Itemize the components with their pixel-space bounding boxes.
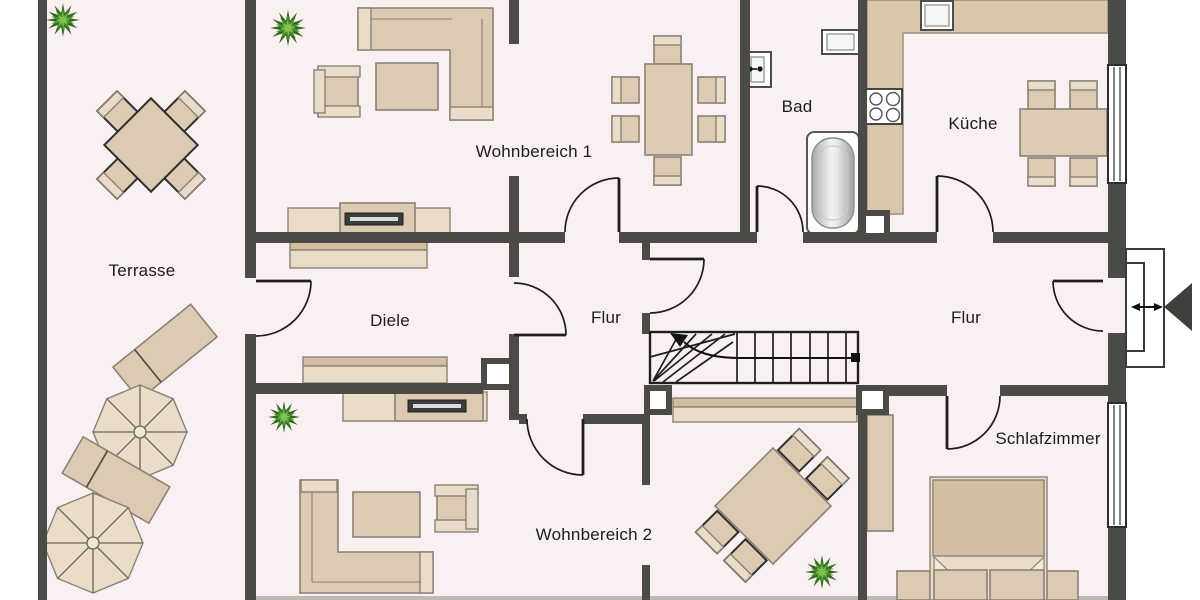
plant-icon bbox=[46, 3, 80, 37]
sofa-armrest bbox=[449, 106, 494, 121]
door-wohnbereich1 bbox=[564, 177, 621, 233]
tv-sideboard bbox=[287, 202, 451, 234]
room-label-diele: Diele bbox=[370, 311, 410, 330]
room-label-bad: Bad bbox=[781, 97, 813, 116]
window bbox=[1107, 402, 1127, 528]
room-label-flur-rechts: Flur bbox=[950, 308, 982, 327]
sofa-armrest bbox=[419, 551, 434, 594]
shaft bbox=[644, 385, 672, 415]
nightstand bbox=[1046, 570, 1079, 600]
armchair bbox=[434, 484, 479, 533]
door-flur-treppe bbox=[649, 257, 705, 314]
plant-icon bbox=[270, 10, 306, 46]
room-label-schlafzimmer: Schlafzimmer bbox=[995, 429, 1101, 448]
entrance-arrow-icon bbox=[1164, 283, 1192, 331]
door-terrace bbox=[255, 279, 312, 337]
tv-sideboard bbox=[342, 389, 488, 422]
door-schlafzimmer bbox=[945, 395, 1001, 450]
kitchen-table bbox=[1019, 108, 1108, 157]
dining-chair bbox=[611, 76, 640, 104]
sofa-armrest bbox=[300, 479, 338, 493]
parasol bbox=[42, 492, 144, 594]
coffee-table bbox=[352, 491, 421, 538]
staircase bbox=[648, 330, 860, 385]
dining-set bbox=[611, 35, 726, 186]
kitchen-chair bbox=[1027, 80, 1056, 110]
bottom-wall-edge bbox=[256, 596, 1126, 600]
door-entrance bbox=[1052, 279, 1104, 332]
bathtub bbox=[806, 131, 860, 235]
door-kueche bbox=[935, 175, 994, 233]
sun-lounger bbox=[61, 435, 171, 525]
room-label-terrasse: Terrasse bbox=[108, 261, 176, 280]
dining-chair bbox=[653, 35, 682, 65]
dining-chair bbox=[776, 427, 822, 473]
pillow bbox=[933, 569, 988, 600]
room-label-wohnbereich1: Wohnbereich 1 bbox=[475, 142, 593, 161]
stove bbox=[865, 88, 903, 125]
sideboard bbox=[672, 397, 858, 423]
corner-sofa bbox=[357, 7, 494, 121]
room-label-kueche: Küche bbox=[948, 114, 998, 133]
washbasin bbox=[821, 29, 860, 55]
kitchen-table-set bbox=[1019, 80, 1108, 187]
plant-icon bbox=[268, 401, 300, 433]
kitchen-chair bbox=[1069, 80, 1098, 110]
dining-set-diagonal bbox=[694, 427, 851, 584]
dining-chair bbox=[653, 156, 682, 186]
kitchen-sink bbox=[920, 0, 954, 31]
dining-chair bbox=[694, 509, 740, 555]
sideboard bbox=[302, 356, 448, 384]
room-label-flur-mitte: Flur bbox=[590, 308, 622, 327]
plant-icon bbox=[805, 555, 839, 589]
dining-chair bbox=[804, 455, 851, 502]
coffee-table bbox=[375, 62, 439, 111]
shaft bbox=[856, 385, 889, 415]
entrance-porch bbox=[1125, 248, 1192, 368]
walls bbox=[38, 0, 1126, 600]
shaft bbox=[858, 210, 890, 243]
bed bbox=[896, 476, 1079, 600]
door-wohnbereich2 bbox=[526, 418, 585, 476]
wardrobe bbox=[866, 414, 894, 532]
swing-direction-icon bbox=[1131, 303, 1163, 311]
terrace-dining-set bbox=[95, 89, 207, 201]
corner-sofa bbox=[299, 479, 434, 594]
nightstand bbox=[896, 570, 931, 600]
dining-chair bbox=[611, 115, 640, 143]
stair-direction-arrow bbox=[670, 333, 860, 362]
terrace-table bbox=[102, 96, 200, 194]
dining-table bbox=[644, 63, 693, 156]
dining-chair bbox=[722, 537, 769, 584]
room-label-wohnbereich2: Wohnbereich 2 bbox=[535, 525, 653, 544]
dining-table bbox=[713, 446, 833, 566]
shaft bbox=[481, 358, 515, 390]
duvet bbox=[932, 479, 1045, 557]
sun-lounger bbox=[111, 303, 219, 401]
window bbox=[1107, 64, 1127, 184]
dining-chair bbox=[697, 115, 726, 143]
door-bad bbox=[755, 185, 804, 233]
sideboard bbox=[289, 239, 428, 269]
kitchen-chair bbox=[1069, 157, 1098, 187]
dining-chair bbox=[697, 76, 726, 104]
door-diele-flur bbox=[513, 282, 567, 337]
pillow bbox=[989, 569, 1045, 600]
sofa-armrest bbox=[357, 7, 372, 51]
kitchen-chair bbox=[1027, 157, 1056, 187]
armchair bbox=[313, 65, 361, 118]
